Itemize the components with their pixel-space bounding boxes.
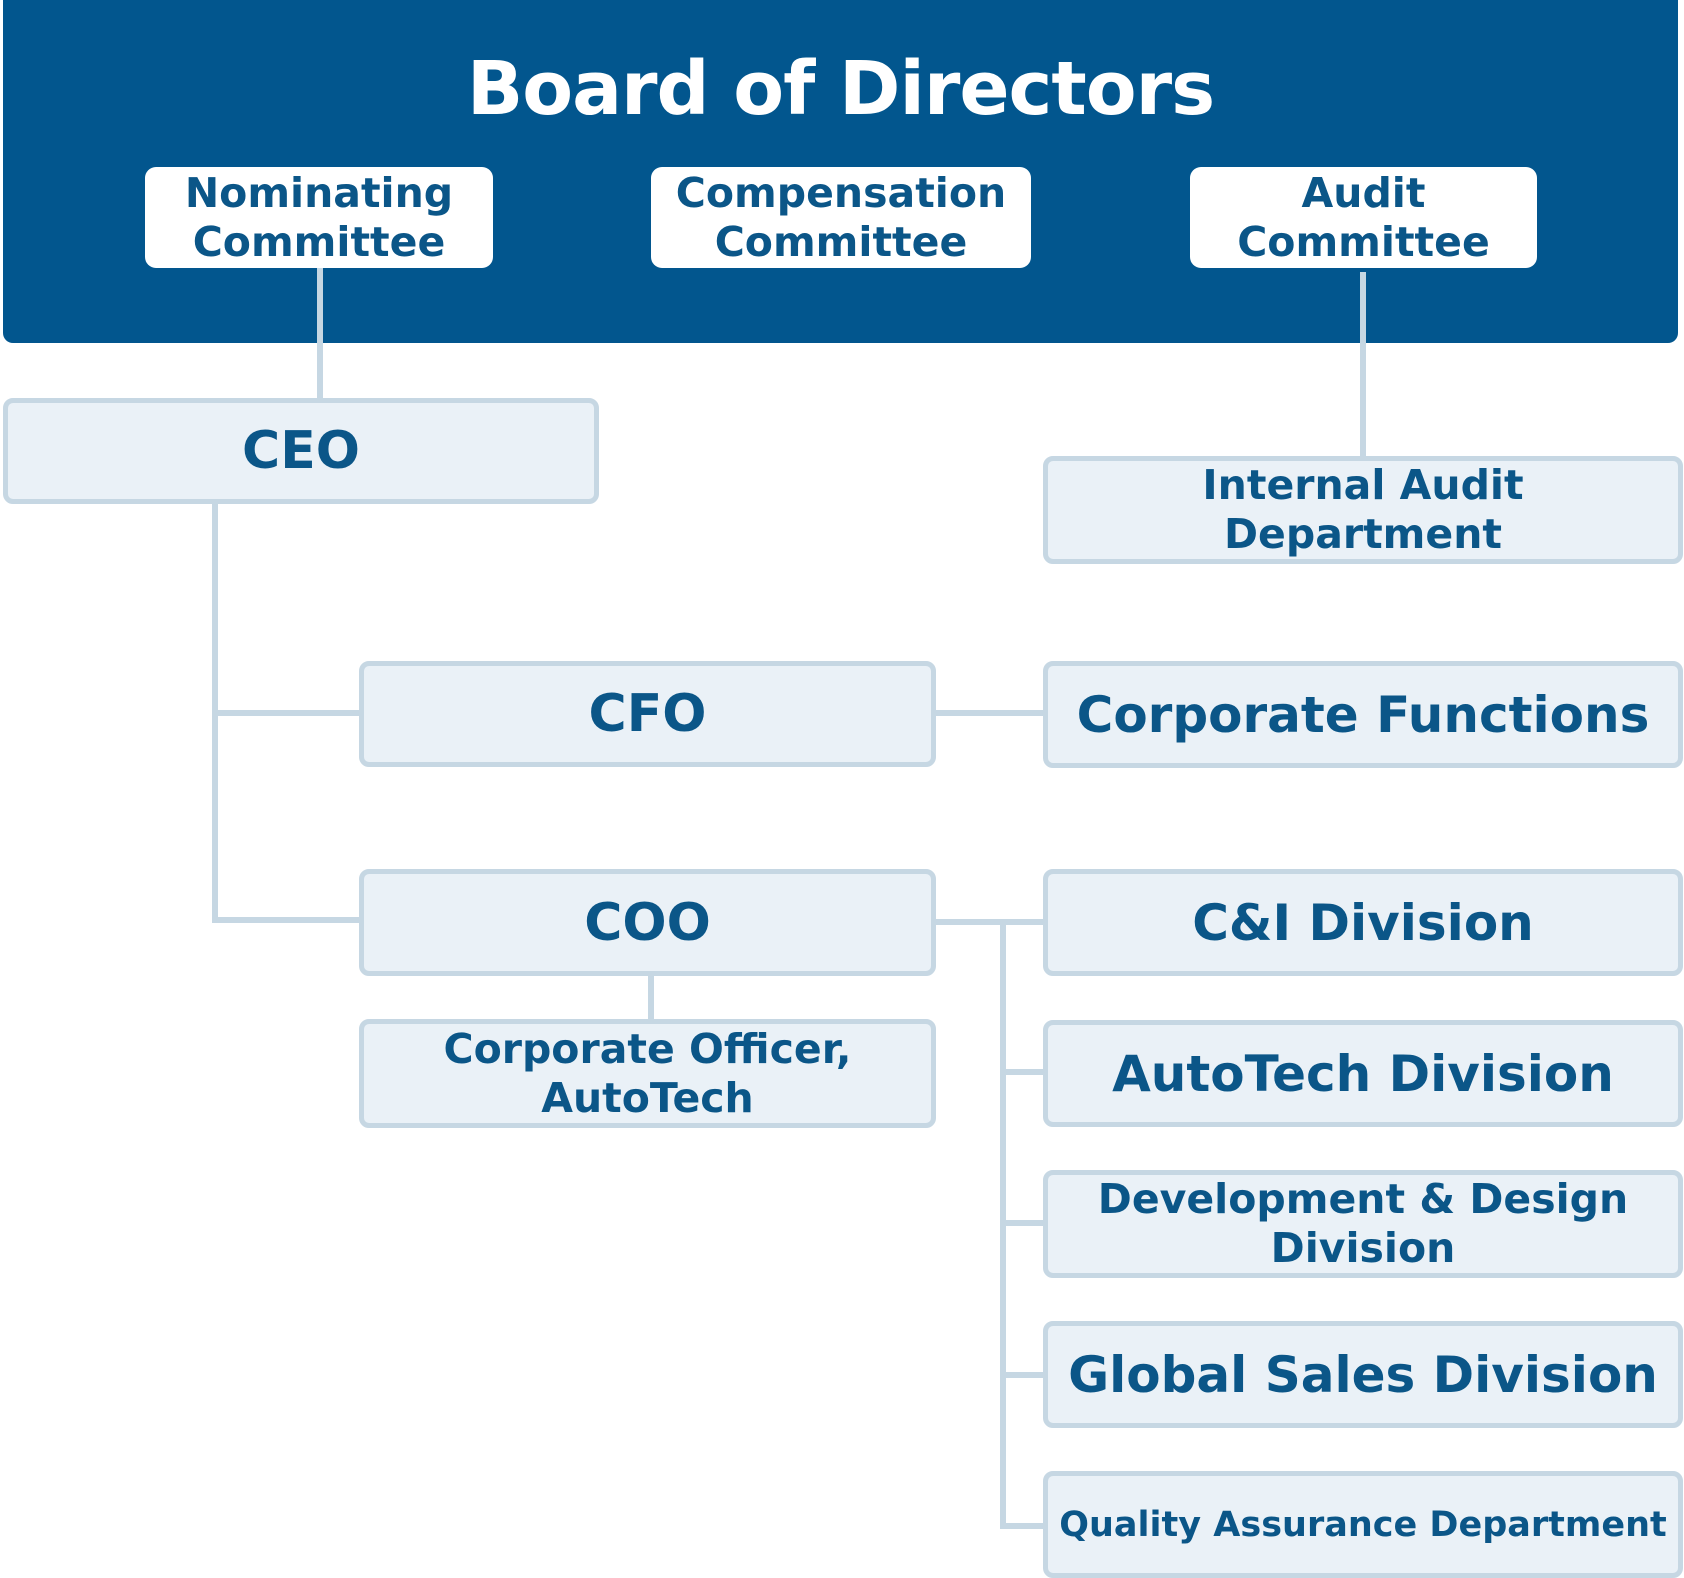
connector-to-dev-design-division	[1000, 1220, 1045, 1226]
ci-division-label: C&I Division	[1192, 893, 1534, 952]
board-title: Board of Directors	[466, 46, 1215, 132]
internal-audit-department-box[interactable]: Internal Audit Department	[1043, 456, 1683, 564]
compensation-committee-line2: Committee	[714, 217, 968, 266]
compensation-committee-line1: Compensation	[675, 168, 1007, 217]
compensation-committee-box[interactable]: Compensation Committee	[651, 167, 1031, 268]
connector-audit-to-internal-audit	[1360, 272, 1366, 458]
coo-label: COO	[584, 892, 711, 953]
quality-assurance-label: Quality Assurance Department	[1059, 1504, 1667, 1545]
cfo-box[interactable]: CFO	[359, 661, 936, 767]
ceo-box[interactable]: CEO	[3, 398, 599, 504]
nominating-committee-box[interactable]: Nominating Committee	[145, 167, 493, 268]
internal-audit-line2: Department	[1224, 510, 1502, 558]
quality-assurance-department-box[interactable]: Quality Assurance Department	[1043, 1471, 1683, 1578]
internal-audit-line1: Internal Audit	[1202, 461, 1524, 509]
audit-committee-box[interactable]: Audit Committee	[1190, 167, 1537, 268]
connector-coo-to-divisions	[932, 919, 1045, 925]
audit-committee-line1: Audit	[1301, 168, 1426, 217]
coo-box[interactable]: COO	[359, 869, 936, 976]
corporate-officer-line2: AutoTech	[541, 1073, 754, 1122]
nominating-committee-line1: Nominating	[184, 168, 454, 217]
corporate-officer-line1: Corporate Officer,	[443, 1024, 852, 1073]
ceo-label: CEO	[242, 421, 360, 481]
connector-cfo-to-corporate-functions	[933, 710, 1045, 716]
nominating-committee-line2: Committee	[192, 217, 446, 266]
global-sales-division-box[interactable]: Global Sales Division	[1043, 1321, 1683, 1428]
global-sales-division-label: Global Sales Division	[1068, 1345, 1658, 1404]
connector-ceo-to-coo	[212, 917, 362, 923]
board-of-directors-panel: Board of Directors Nominating Committee …	[3, 0, 1678, 343]
autotech-division-label: AutoTech Division	[1112, 1044, 1614, 1103]
dev-design-line1: Development & Design	[1097, 1175, 1629, 1223]
connector-nominating-to-ceo	[317, 268, 323, 401]
cfo-label: CFO	[588, 684, 707, 744]
corporate-functions-box[interactable]: Corporate Functions	[1043, 661, 1683, 768]
connector-ceo-to-cfo	[212, 710, 362, 716]
corporate-functions-label: Corporate Functions	[1076, 685, 1650, 744]
connector-to-global-sales-division	[1000, 1372, 1045, 1378]
connector-to-autotech-division	[1000, 1069, 1045, 1075]
autotech-division-box[interactable]: AutoTech Division	[1043, 1020, 1683, 1127]
ci-division-box[interactable]: C&I Division	[1043, 869, 1683, 976]
dev-design-line2: Division	[1270, 1224, 1456, 1272]
audit-committee-line2: Committee	[1237, 217, 1490, 266]
connector-to-quality-assurance	[1000, 1523, 1045, 1529]
dev-design-division-box[interactable]: Development & Design Division	[1043, 1170, 1683, 1278]
connector-coo-to-corporate-officer	[648, 972, 654, 1022]
corporate-officer-autotech-box[interactable]: Corporate Officer, AutoTech	[359, 1019, 936, 1128]
